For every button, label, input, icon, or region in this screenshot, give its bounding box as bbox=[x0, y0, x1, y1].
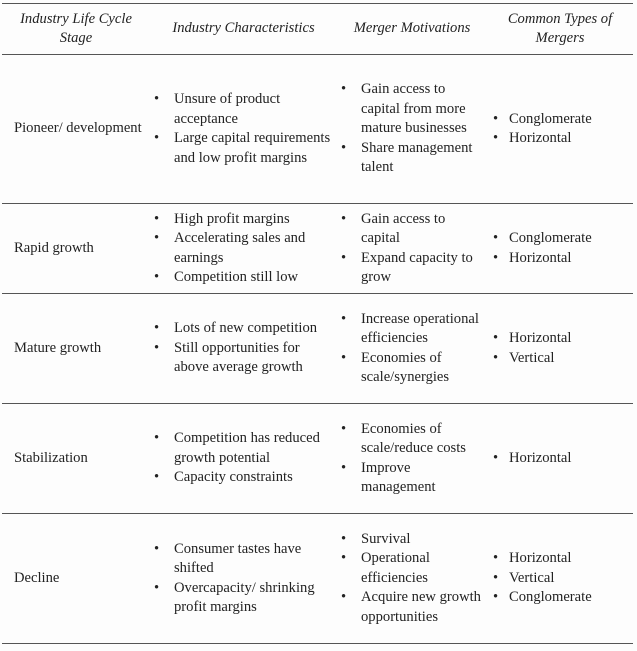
merger-types-cell: Conglomerate Horizontal bbox=[487, 54, 633, 204]
list-item: Horizontal bbox=[487, 249, 633, 269]
characteristics-cell: Lots of new competition Still opportunit… bbox=[150, 293, 337, 404]
list-item: Conglomerate bbox=[487, 110, 633, 130]
stage-cell: Mature growth bbox=[2, 293, 150, 404]
list-item: Still opportunities for above average gr… bbox=[150, 339, 337, 378]
list-item: Improve management bbox=[337, 459, 487, 498]
motivations-list: Economies of scale/reduce costs Improve … bbox=[337, 420, 487, 498]
list-item: Overcapacity/ shrinking profit margins bbox=[150, 579, 337, 618]
header-types: Common Types of Mergers bbox=[487, 3, 633, 55]
merger-types-cell: Horizontal Vertical bbox=[487, 293, 633, 404]
list-item: Capacity constraints bbox=[150, 468, 337, 488]
merger-types-list: Conglomerate Horizontal bbox=[487, 110, 633, 149]
table-row: Decline Consumer tastes have shifted Ove… bbox=[2, 513, 633, 644]
list-item: Lots of new competition bbox=[150, 319, 337, 339]
header-motivations: Merger Motivations bbox=[337, 3, 487, 55]
list-item: Conglomerate bbox=[487, 588, 633, 608]
motivations-list: Increase operational efficiencies Econom… bbox=[337, 310, 487, 388]
list-item: Horizontal bbox=[487, 329, 633, 349]
characteristics-cell: Unsure of product acceptance Large capit… bbox=[150, 54, 337, 204]
list-item: Large capital requirements and low profi… bbox=[150, 129, 337, 168]
merger-types-list: Horizontal Vertical bbox=[487, 329, 633, 368]
characteristics-cell: High profit margins Accelerating sales a… bbox=[150, 203, 337, 294]
list-item: Vertical bbox=[487, 569, 633, 589]
list-item: Gain access to capital bbox=[337, 210, 487, 249]
merger-types-list: Horizontal Vertical Conglomerate bbox=[487, 549, 633, 608]
motivations-list: Gain access to capital Expand capacity t… bbox=[337, 210, 487, 288]
stage-cell: Stabilization bbox=[2, 403, 150, 514]
header-stage: Industry Life Cycle Stage bbox=[2, 3, 150, 55]
list-item: Operational efficiencies bbox=[337, 549, 487, 588]
merger-types-cell: Horizontal Vertical Conglomerate bbox=[487, 513, 633, 644]
characteristics-list: Competition has reduced growth potential… bbox=[150, 429, 337, 488]
list-item: Vertical bbox=[487, 349, 633, 369]
characteristics-list: Unsure of product acceptance Large capit… bbox=[150, 90, 337, 168]
list-item: Economies of scale/reduce costs bbox=[337, 420, 487, 459]
list-item: Acquire new growth opportunities bbox=[337, 588, 487, 627]
industry-life-cycle-table: Industry Life Cycle Stage Industry Chara… bbox=[2, 3, 633, 644]
characteristics-cell: Consumer tastes have shifted Overcapacit… bbox=[150, 513, 337, 644]
list-item: Gain access to capital from more mature … bbox=[337, 80, 487, 139]
merger-types-list: Horizontal bbox=[487, 449, 633, 469]
list-item: Conglomerate bbox=[487, 229, 633, 249]
list-item: Horizontal bbox=[487, 129, 633, 149]
characteristics-list: Lots of new competition Still opportunit… bbox=[150, 319, 337, 378]
list-item: Competition still low bbox=[150, 268, 337, 288]
merger-types-cell: Horizontal bbox=[487, 403, 633, 514]
list-item: Unsure of product acceptance bbox=[150, 90, 337, 129]
merger-types-list: Conglomerate Horizontal bbox=[487, 229, 633, 268]
list-item: Competition has reduced growth potential bbox=[150, 429, 337, 468]
list-item: Survival bbox=[337, 530, 487, 550]
list-item: Consumer tastes have shifted bbox=[150, 540, 337, 579]
list-item: High profit margins bbox=[150, 210, 337, 230]
list-item: Expand capacity to grow bbox=[337, 249, 487, 288]
characteristics-list: Consumer tastes have shifted Overcapacit… bbox=[150, 540, 337, 618]
list-item: Accelerating sales and earnings bbox=[150, 229, 337, 268]
list-item: Share management talent bbox=[337, 139, 487, 178]
motivations-cell: Economies of scale/reduce costs Improve … bbox=[337, 403, 487, 514]
motivations-cell: Increase operational efficiencies Econom… bbox=[337, 293, 487, 404]
header-characteristics: Industry Characteristics bbox=[150, 3, 337, 55]
table-header-row: Industry Life Cycle Stage Industry Chara… bbox=[2, 3, 633, 55]
list-item: Horizontal bbox=[487, 549, 633, 569]
characteristics-cell: Competition has reduced growth potential… bbox=[150, 403, 337, 514]
motivations-cell: Gain access to capital Expand capacity t… bbox=[337, 203, 487, 294]
table-row: Stabilization Competition has reduced gr… bbox=[2, 403, 633, 514]
list-item: Increase operational efficiencies bbox=[337, 310, 487, 349]
characteristics-list: High profit margins Accelerating sales a… bbox=[150, 210, 337, 288]
table-row: Pioneer/ development Unsure of product a… bbox=[2, 54, 633, 204]
motivations-cell: Survival Operational efficiencies Acquir… bbox=[337, 513, 487, 644]
merger-types-cell: Conglomerate Horizontal bbox=[487, 203, 633, 294]
list-item: Economies of scale/synergies bbox=[337, 349, 487, 388]
table-row: Rapid growth High profit margins Acceler… bbox=[2, 203, 633, 294]
motivations-cell: Gain access to capital from more mature … bbox=[337, 54, 487, 204]
stage-cell: Decline bbox=[2, 513, 150, 644]
stage-cell: Rapid growth bbox=[2, 203, 150, 294]
list-item: Horizontal bbox=[487, 449, 633, 469]
motivations-list: Gain access to capital from more mature … bbox=[337, 80, 487, 178]
table-row: Mature growth Lots of new competition St… bbox=[2, 293, 633, 404]
motivations-list: Survival Operational efficiencies Acquir… bbox=[337, 530, 487, 628]
stage-cell: Pioneer/ development bbox=[2, 54, 150, 204]
